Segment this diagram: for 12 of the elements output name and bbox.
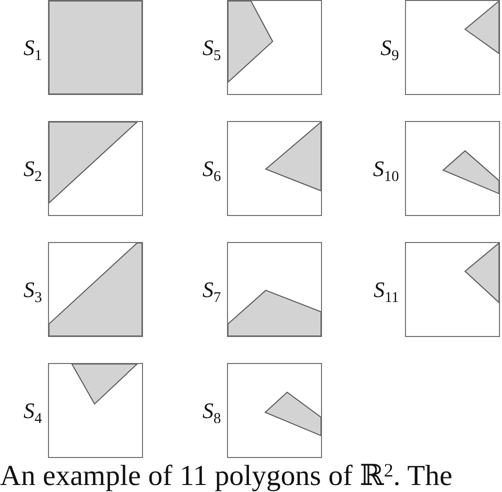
square-label: S$_{3}$ (24, 276, 42, 302)
figure-caption: An example of 11 polygons of ℝ$^{2}$. The (0, 461, 452, 491)
square-label: S$_{5}$ (202, 34, 221, 60)
square-label: S$_{4}$ (24, 398, 42, 424)
square-label: S$_{10}$ (373, 156, 399, 182)
square-label: S$_{1}$ (24, 34, 42, 60)
square-label: S$_{7}$ (202, 276, 221, 302)
square-label: S$_{8}$ (202, 398, 221, 424)
square-label: S$_{9}$ (380, 34, 399, 60)
square-label: S$_{2}$ (24, 156, 42, 182)
square-label: S$_{6}$ (202, 156, 221, 182)
square-label: S$_{11}$ (374, 276, 399, 302)
